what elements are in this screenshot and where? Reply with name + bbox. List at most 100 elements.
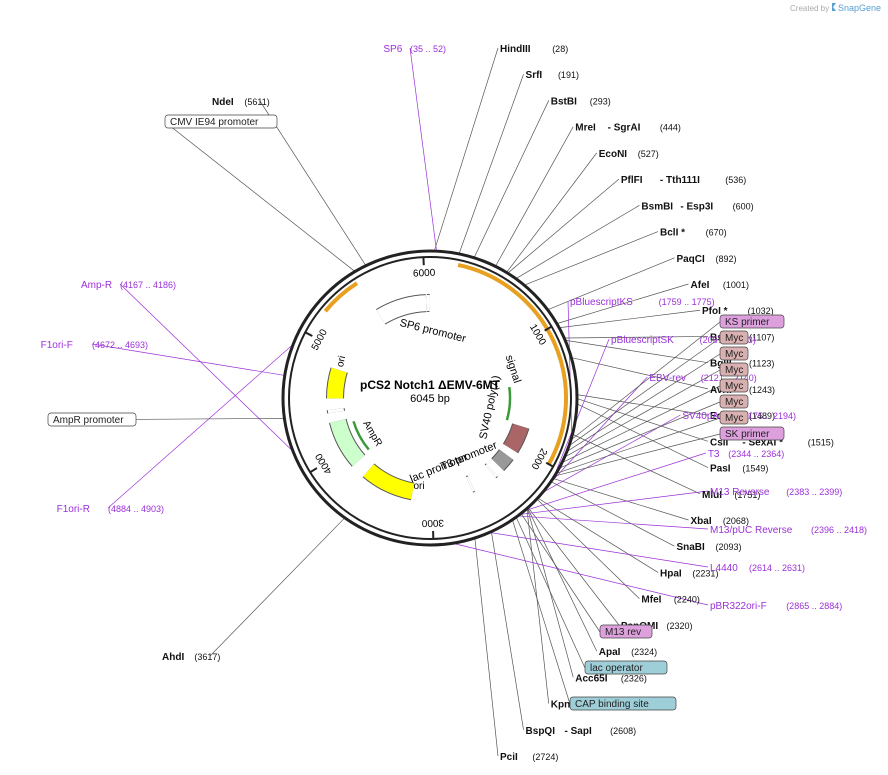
site-label-pasi-16[interactable]: PasI(1549) [710, 464, 768, 475]
primer-label-m13-reverse-5[interactable]: M13 Reverse(2383 .. 2399) [710, 487, 842, 498]
feature-arc-cmv-ie94-promoter-1[interactable] [376, 295, 427, 324]
leader-line-s0 [433, 47, 499, 252]
leader-line-s22 [527, 507, 620, 626]
backbone-inner-ring [288, 256, 572, 540]
site-label-hindiii-0[interactable]: HindIII(28) [500, 44, 568, 55]
site-label-bspqi-26[interactable]: BspQI- SapI(2608) [526, 726, 637, 737]
leader-line-s23 [527, 507, 598, 652]
feature-box-myc-5[interactable]: Myc [719, 394, 749, 409]
site-label-acc65i-24[interactable]: Acc65I(2326) [575, 673, 647, 684]
primer-name: SV40pA-R [682, 411, 729, 422]
site-position: (2231) [692, 568, 718, 578]
site-label-pflfi-5[interactable]: PflFI- Tth111I(536) [621, 175, 746, 186]
feature-arc-ampr-4[interactable] [330, 418, 365, 466]
site-name: MluI [702, 490, 722, 501]
site-label-mrei-3[interactable]: MreI- SgrAI(444) [575, 123, 681, 134]
leader-line-s6 [515, 205, 640, 279]
site-position: (3617) [194, 652, 220, 662]
feature-arc-lac-promoter-6[interactable] [466, 476, 475, 492]
site-label-bcli-7[interactable]: BclI *(670) [660, 228, 727, 239]
leader-line-s8 [547, 257, 675, 311]
primer-label-sv40pa-r-3[interactable]: SV40pA-R(2175 .. 2194) [682, 411, 796, 422]
tick-2000 [545, 461, 554, 468]
feature-box-ks-primer-0[interactable]: KS primer [719, 314, 785, 329]
site-name: AfeI [691, 280, 710, 291]
site-label-bstbi-2[interactable]: BstBI(293) [551, 96, 611, 107]
leader-line-p2 [547, 376, 648, 487]
primer-label-ebv-rev-2[interactable]: EBV-rev(2121 .. 2140) [649, 373, 756, 384]
site-position: (28) [552, 44, 568, 54]
feature-arc-sv40-poly-a-signal-8[interactable] [491, 449, 513, 471]
site-label-hpai-20[interactable]: HpaI(2231) [660, 568, 718, 579]
primer-name: pBluescriptKS [570, 297, 633, 308]
orange-arc-1 [323, 281, 359, 313]
primer-label-t3-4[interactable]: T3(2344 .. 2364) [708, 449, 784, 460]
feature-box-myc-4[interactable]: Myc [719, 378, 749, 393]
leader-line-p4 [524, 452, 706, 512]
primer-range: (2614 .. 2631) [749, 563, 805, 573]
site-label-ahdi-left0[interactable]: AhdI(3617) [162, 652, 220, 663]
site-position: (600) [733, 201, 754, 211]
feature-arc-ori-2[interactable] [326, 367, 347, 399]
feature-arc-ori-5[interactable] [363, 464, 415, 500]
feature-box-myc-6[interactable]: Myc [719, 410, 749, 425]
leader-line-p0 [567, 300, 573, 437]
leader-line-s21 [536, 498, 640, 599]
site-name: SnaBI [676, 542, 705, 553]
tick-label-3000: 3000 [421, 517, 444, 529]
site-position: (536) [725, 175, 746, 185]
feature-box-myc-1[interactable]: Myc [719, 330, 749, 345]
primer-label-pbluescriptks-0[interactable]: pBluescriptKS (1759 .. 1775) [570, 297, 715, 308]
site-label-csii-15[interactable]: CsiI- SexAI *(1515) [710, 437, 834, 448]
primer-range: (4884 .. 4903) [108, 504, 164, 514]
site-label-srfi-1[interactable]: SrfI(191) [526, 70, 579, 81]
feature-box-cmv-ie94-promoter-11[interactable]: CMV IE94 promoter [164, 114, 278, 129]
site-label-pcii-27[interactable]: PciI(2724) [500, 752, 558, 763]
feature-arc-myc-9[interactable] [503, 423, 529, 453]
feature-box-myc-3[interactable]: Myc [719, 362, 749, 377]
site-label-paqci-8[interactable]: PaqCI(892) [676, 254, 736, 265]
feature-box-m13-rev-8[interactable]: M13 rev [599, 624, 653, 639]
site-label-ndei-left1[interactable]: NdeI(5611) [212, 97, 270, 108]
primer-label-f1ori-f-o2[interactable]: F1ori-F(4672 .. 4693) [41, 340, 148, 351]
site-position: (2324) [631, 647, 657, 657]
primer-range: (4672 .. 4693) [92, 340, 148, 350]
primer-label-amp-r-o1[interactable]: Amp-R(4167 .. 4186) [81, 280, 176, 291]
site-label-econi-4[interactable]: EcoNI(527) [599, 149, 659, 160]
feature-box-ampr-promoter-12[interactable]: AmpR promoter [47, 412, 137, 427]
site-suffix: - SexAI * [742, 437, 783, 448]
feature-box-cap-binding-site-10[interactable]: CAP binding site [569, 696, 677, 711]
leader-line-s5 [507, 178, 620, 274]
primer-label-l4440-7[interactable]: L4440(2614 .. 2631) [710, 563, 805, 574]
primer-range: (1759 .. 1775) [659, 297, 715, 307]
primer-label-m13-puc-reverse-6[interactable]: M13/pUC Reverse(2396 .. 2418) [710, 525, 867, 536]
feature-arc-t3-promoter-7[interactable] [485, 464, 498, 478]
site-label-mlui-17[interactable]: MluI(1751) [702, 490, 760, 501]
primer-range: (4167 .. 4186) [120, 280, 176, 290]
tick-5000 [304, 331, 313, 337]
site-label-snabi-19[interactable]: SnaBI(2093) [676, 542, 741, 553]
site-label-pfoi-10[interactable]: PfoI *(1032) [702, 306, 774, 317]
site-name: ApaI [599, 647, 621, 658]
primer-range: (2383 .. 2399) [786, 487, 842, 497]
primer-label-pbr322ori-f-8[interactable]: pBR322ori-F(2865 .. 2884) [710, 601, 842, 612]
site-label-bsmbi-6[interactable]: BsmBI- Esp3I(600) [641, 201, 753, 212]
site-label-apai-23[interactable]: ApaI (2324) [599, 647, 657, 658]
primer-label-sp6-o0[interactable]: SP6(35 .. 52) [383, 44, 446, 55]
feature-box-myc-2[interactable]: Myc [719, 346, 749, 361]
site-label-afei-9[interactable]: AfeI(1001) [691, 280, 749, 291]
site-label-xbai-18[interactable]: XbaI(2068) [691, 516, 749, 527]
box-leader-4 [561, 385, 721, 464]
feature-box-lac-operator-9[interactable]: lac operator [584, 660, 668, 675]
site-label-mfei-21[interactable]: MfeI(2240) [641, 595, 699, 606]
feature-box-sk-primer-7[interactable]: SK primer [719, 426, 785, 441]
site-name: PfoI * [702, 306, 728, 317]
feature-box-bg [164, 114, 278, 129]
box-leader-5 [559, 401, 721, 469]
primer-label-f1ori-r-o3[interactable]: F1ori-R(4884 .. 4903) [57, 504, 164, 515]
tick-label-2000: 2000 [528, 446, 549, 471]
primer-name: SP6 [383, 44, 402, 55]
inner-label-sp6: SP6 promoter [398, 317, 467, 345]
leader-line-p8 [452, 542, 709, 606]
